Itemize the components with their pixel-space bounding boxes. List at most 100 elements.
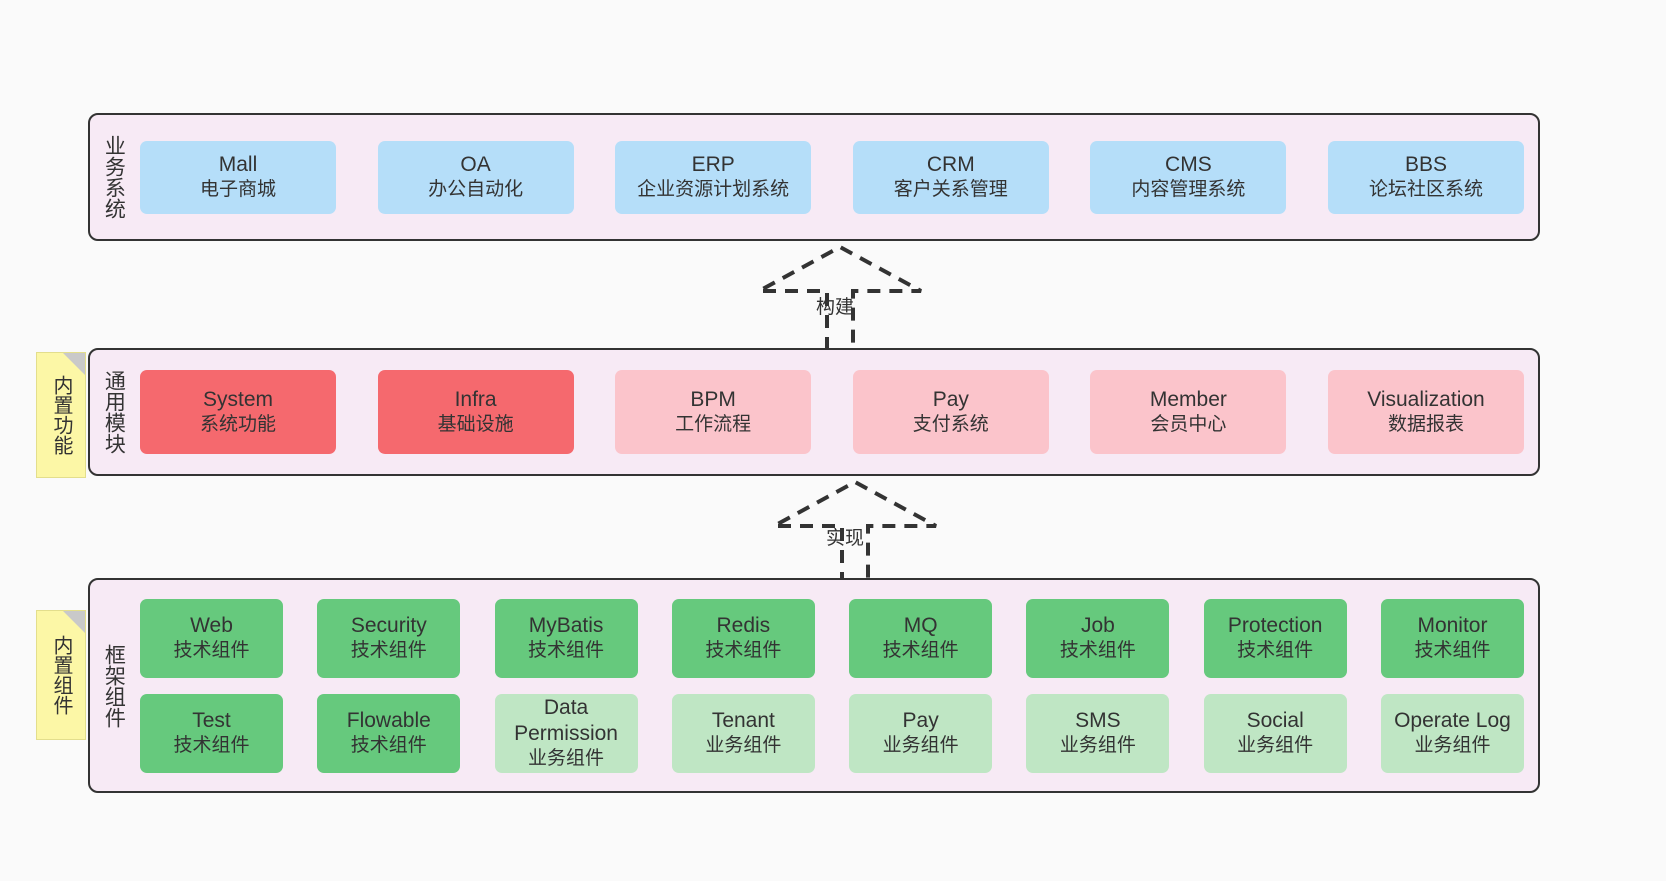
node-subtitle: 支付系统 [912,414,989,436]
node-web[interactable]: Web 技术组件 [140,598,283,678]
layer-common-modules: 通用模块 System 系统功能 Infra 基础设施 BPM 工作流程 Pay [88,348,1540,476]
node-mall[interactable]: Mall 电子商城 [140,140,336,214]
node-infra[interactable]: Infra 基础设施 [377,370,574,454]
node-title: BPM [690,388,736,411]
node-title: SMS [1075,709,1121,732]
node-oa[interactable]: OA 办公自动化 [377,140,574,214]
layer-title-modules: 通用模块 [102,370,126,454]
node-subtitle: 系统功能 [199,414,276,436]
node-subtitle: 技术组件 [173,735,250,757]
node-title: Infra [454,388,497,411]
node-title: Protection [1227,614,1323,637]
node-mq[interactable]: MQ 技术组件 [849,598,993,678]
layer-body-modules: System 系统功能 Infra 基础设施 BPM 工作流程 Pay 支付系统… [136,350,1538,474]
node-subtitle: 工作流程 [675,414,752,436]
node-subtitle: 技术组件 [882,640,959,662]
node-security[interactable]: Security 技术组件 [317,598,461,678]
node-job[interactable]: Job 技术组件 [1026,598,1170,678]
node-subtitle: 电子商城 [199,179,276,201]
node-title: Tenant [711,709,775,732]
node-title: Pay [932,388,969,411]
node-subtitle: 技术组件 [173,640,250,662]
node-cms[interactable]: CMS 内容管理系统 [1090,140,1287,214]
node-title: Redis [716,614,771,637]
node-flowable[interactable]: Flowable 技术组件 [317,693,461,773]
node-subtitle: 办公自动化 [428,179,524,201]
node-crm[interactable]: CRM 客户关系管理 [852,140,1049,214]
node-row: Mall 电子商城 OA 办公自动化 ERP 企业资源计划系统 CRM 客户关系… [140,140,1524,214]
node-bpm[interactable]: BPM 工作流程 [615,370,812,454]
node-operate-log[interactable]: Operate Log 业务组件 [1380,693,1524,773]
node-title: ERP [691,153,735,176]
node-subtitle: 技术组件 [1059,640,1136,662]
node-subtitle: 技术组件 [705,640,782,662]
node-visualization[interactable]: Visualization 数据报表 [1327,370,1524,454]
node-subtitle: 业务组件 [705,735,782,757]
node-data-permission[interactable]: Data Permission 业务组件 [494,693,638,773]
node-title: Pay [902,709,939,732]
node-system[interactable]: System 系统功能 [140,370,336,454]
node-title: Member [1149,388,1227,411]
node-title: Web [190,614,233,637]
node-subtitle: 企业资源计划系统 [637,179,790,201]
node-title: Security [350,614,427,637]
node-row: Web 技术组件 Security 技术组件 MyBatis 技术组件 Redi… [140,598,1524,678]
sticky-note-builtin-functions: 内置功能 [36,352,86,478]
node-title: OA [460,153,491,176]
node-protection[interactable]: Protection 技术组件 [1203,598,1347,678]
node-bbs[interactable]: BBS 论坛社区系统 [1327,140,1524,214]
layer-title-business: 业务系统 [102,135,126,219]
node-row: System 系统功能 Infra 基础设施 BPM 工作流程 Pay 支付系统… [140,370,1524,454]
node-pay-module[interactable]: Pay 支付系统 [852,370,1049,454]
node-title: BBS [1404,153,1447,176]
node-title: Job [1080,614,1115,637]
node-subtitle: 业务组件 [1059,735,1136,757]
node-subtitle: 内容管理系统 [1131,179,1246,201]
layer-body-business: Mall 电子商城 OA 办公自动化 ERP 企业资源计划系统 CRM 客户关系… [136,115,1538,239]
layer-framework-components: 框架组件 Web 技术组件 Security 技术组件 MyBatis 技术组件… [88,578,1540,793]
node-title: Test [192,709,231,732]
node-title: Operate Log [1394,709,1511,732]
node-subtitle: 技术组件 [1414,640,1491,662]
node-title: Visualization [1367,388,1485,411]
node-social[interactable]: Social 业务组件 [1203,693,1347,773]
note-label: 内置组件 [50,635,72,715]
node-subtitle: 业务组件 [1414,735,1491,757]
node-member[interactable]: Member 会员中心 [1090,370,1287,454]
layer-business-systems: 业务系统 Mall 电子商城 OA 办公自动化 ERP 企业资源计划系统 CRM [88,113,1540,241]
node-monitor[interactable]: Monitor 技术组件 [1380,598,1524,678]
node-title: MQ [903,614,938,637]
node-erp[interactable]: ERP 企业资源计划系统 [615,140,812,214]
connector-build-label: 构建 [816,297,855,318]
node-title: CMS [1165,153,1212,176]
node-subtitle: 业务组件 [882,735,959,757]
node-subtitle: 客户关系管理 [893,179,1008,201]
node-mybatis[interactable]: MyBatis 技术组件 [494,598,638,678]
node-redis[interactable]: Redis 技术组件 [671,598,815,678]
node-title: Mall [218,153,258,176]
connector-implement-label: 实现 [826,528,865,549]
node-pay-component[interactable]: Pay 业务组件 [849,693,993,773]
node-title: Flowable [346,709,431,732]
layer-title-framework: 框架组件 [102,643,126,728]
node-title: Data Permission [514,695,618,746]
node-subtitle: 技术组件 [350,640,427,662]
node-title: Monitor [1417,614,1488,637]
note-label: 内置功能 [50,375,72,455]
node-subtitle: 会员中心 [1150,414,1227,436]
node-test[interactable]: Test 技术组件 [140,693,283,773]
node-title: System [202,388,273,411]
node-subtitle: 数据报表 [1387,414,1464,436]
node-subtitle: 论坛社区系统 [1368,179,1483,201]
node-sms[interactable]: SMS 业务组件 [1026,693,1170,773]
node-title: CRM [926,153,975,176]
node-subtitle: 基础设施 [437,414,514,436]
node-subtitle: 业务组件 [1237,735,1314,757]
sticky-note-builtin-components: 内置组件 [36,610,86,740]
node-subtitle: 技术组件 [350,735,427,757]
node-row: Test 技术组件 Flowable 技术组件 Data Permission … [140,693,1524,773]
layer-body-framework: Web 技术组件 Security 技术组件 MyBatis 技术组件 Redi… [136,580,1538,791]
node-subtitle: 技术组件 [528,640,605,662]
node-tenant[interactable]: Tenant 业务组件 [671,693,815,773]
